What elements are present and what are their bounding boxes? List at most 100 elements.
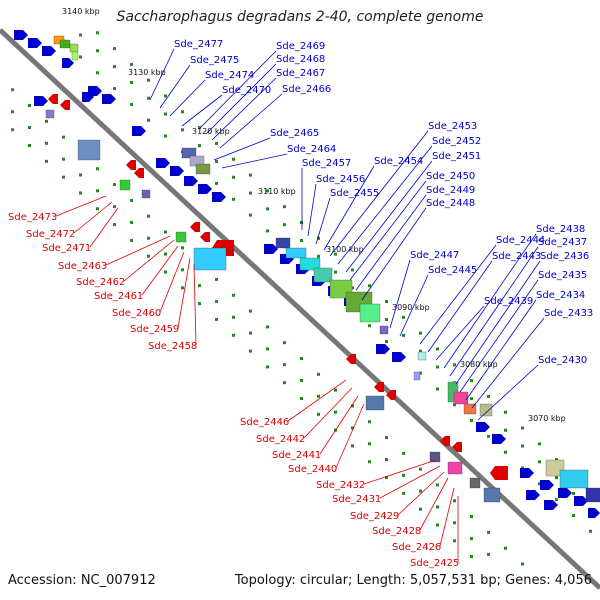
gc-dot: [283, 341, 286, 345]
forward-gene-label[interactable]: Sde_2454: [374, 156, 423, 167]
forward-gene-label[interactable]: Sde_2469: [276, 41, 325, 52]
forward-gene-label[interactable]: Sde_2455: [330, 188, 379, 199]
forward-gene-label[interactable]: Sde_2450: [426, 171, 475, 182]
reverse-gene-arrow: [452, 442, 462, 452]
reverse-gene-label[interactable]: Sde_2463: [58, 261, 107, 272]
feature-block: [469, 477, 481, 489]
forward-gene-label[interactable]: Sde_2448: [426, 198, 475, 209]
forward-gene-label[interactable]: Sde_2443: [492, 251, 541, 262]
reverse-gene-label[interactable]: Sde_2425: [410, 558, 459, 569]
forward-gene-label[interactable]: Sde_2444: [496, 235, 545, 246]
reverse-gene-label[interactable]: Sde_2460: [112, 308, 161, 319]
gc-dot: [96, 31, 99, 35]
forward-gene-label[interactable]: Sde_2445: [428, 265, 477, 276]
gc-dot: [470, 397, 473, 401]
forward-gene-label[interactable]: Sde_2433: [544, 308, 593, 319]
reverse-gene-label[interactable]: Sde_2429: [350, 511, 399, 522]
reverse-gene-label[interactable]: Sde_2458: [148, 341, 197, 352]
gc-dot: [317, 236, 320, 240]
gc-dot: [385, 476, 388, 480]
gc-dot: [215, 317, 218, 321]
gc-dot: [368, 442, 371, 446]
gc-dot: [198, 144, 201, 148]
gc-dot: [232, 333, 235, 337]
feature-block: [275, 237, 291, 249]
gc-dot: [130, 102, 133, 106]
forward-gene-label[interactable]: Sde_2438: [536, 224, 585, 235]
gc-dot: [198, 284, 201, 288]
gc-dot: [300, 397, 303, 400]
feature-block: [559, 469, 589, 489]
reverse-gene-label[interactable]: Sde_2461: [94, 291, 143, 302]
reverse-gene-label[interactable]: Sde_2459: [130, 324, 179, 335]
forward-gene-label[interactable]: Sde_2474: [205, 70, 254, 81]
gc-dot: [62, 175, 65, 179]
forward-gene-label[interactable]: Sde_2435: [538, 270, 587, 281]
reverse-gene-label[interactable]: Sde_2471: [42, 243, 91, 254]
feature-block: [45, 109, 55, 119]
forward-label-line: [337, 145, 433, 265]
forward-gene-label[interactable]: Sde_2468: [276, 54, 325, 65]
reverse-gene-arrow: [386, 390, 396, 400]
gc-dot: [130, 80, 133, 84]
forward-gene-label[interactable]: Sde_2456: [316, 174, 365, 185]
forward-gene-label[interactable]: Sde_2449: [426, 185, 475, 196]
forward-gene-label[interactable]: Sde_2436: [540, 251, 589, 262]
forward-gene-label[interactable]: Sde_2464: [287, 144, 336, 155]
forward-label-line: [471, 317, 545, 409]
forward-gene-label[interactable]: Sde_2470: [222, 85, 271, 96]
forward-gene-label[interactable]: Sde_2466: [282, 84, 331, 95]
genome-backbone: [0, 28, 600, 590]
gc-dot: [453, 499, 456, 503]
kbp-tick-label: 3090 kbp: [392, 303, 430, 312]
forward-gene-label[interactable]: Sde_2467: [276, 68, 325, 79]
forward-gene-label[interactable]: Sde_2447: [410, 250, 459, 261]
forward-gene-label[interactable]: Sde_2439: [484, 296, 533, 307]
reverse-gene-label[interactable]: Sde_2472: [26, 229, 75, 240]
gc-dot: [436, 505, 439, 509]
reverse-gene-label[interactable]: Sde_2442: [256, 434, 305, 445]
forward-label-line: [389, 259, 411, 329]
forward-gene-label[interactable]: Sde_2451: [432, 151, 481, 162]
gene-glyphs: [14, 30, 600, 518]
forward-gene-label[interactable]: Sde_2452: [432, 136, 481, 147]
reverse-gene-label[interactable]: Sde_2440: [288, 464, 337, 475]
gc-dot: [283, 381, 286, 385]
gc-dot: [96, 49, 99, 53]
gc-dot: [351, 404, 354, 408]
forward-gene-arrow: [184, 176, 198, 186]
reverse-label-line: [89, 207, 119, 248]
gc-dot: [334, 270, 337, 274]
reverse-gene-arrow: [48, 94, 58, 104]
forward-gene-label[interactable]: Sde_2453: [428, 121, 477, 132]
gc-dot: [232, 197, 235, 201]
forward-gene-label[interactable]: Sde_2434: [536, 290, 585, 301]
reverse-label-line: [159, 251, 185, 313]
gc-dot: [504, 546, 507, 550]
feature-block: [365, 395, 385, 411]
gc-dot: [147, 236, 150, 240]
feature-block: [193, 247, 227, 271]
gc-dot: [181, 128, 184, 132]
forward-gene-label[interactable]: Sde_2437: [538, 237, 587, 248]
forward-gene-arrow: [588, 508, 600, 518]
reverse-gene-label[interactable]: Sde_2428: [372, 526, 421, 537]
forward-gene-label[interactable]: Sde_2457: [302, 158, 351, 169]
forward-label-line: [169, 79, 206, 117]
gc-dot: [300, 239, 303, 242]
reverse-gene-label[interactable]: Sde_2446: [240, 417, 289, 428]
reverse-gene-label[interactable]: Sde_2426: [392, 542, 441, 553]
reverse-gene-label[interactable]: Sde_2473: [8, 212, 57, 223]
forward-gene-label[interactable]: Sde_2475: [190, 55, 239, 66]
reverse-gene-label[interactable]: Sde_2462: [76, 277, 125, 288]
forward-gene-label[interactable]: Sde_2430: [538, 355, 587, 366]
reverse-gene-label[interactable]: Sde_2432: [316, 480, 365, 491]
forward-gene-label[interactable]: Sde_2477: [174, 39, 223, 50]
feature-block: [285, 247, 307, 259]
forward-gene-label[interactable]: Sde_2465: [270, 128, 319, 139]
reverse-label-line: [419, 477, 449, 531]
reverse-gene-label[interactable]: Sde_2441: [272, 450, 321, 461]
kbp-tick-label: 3100 kbp: [326, 245, 364, 254]
gc-dot: [113, 205, 116, 209]
reverse-gene-label[interactable]: Sde_2431: [332, 494, 381, 505]
